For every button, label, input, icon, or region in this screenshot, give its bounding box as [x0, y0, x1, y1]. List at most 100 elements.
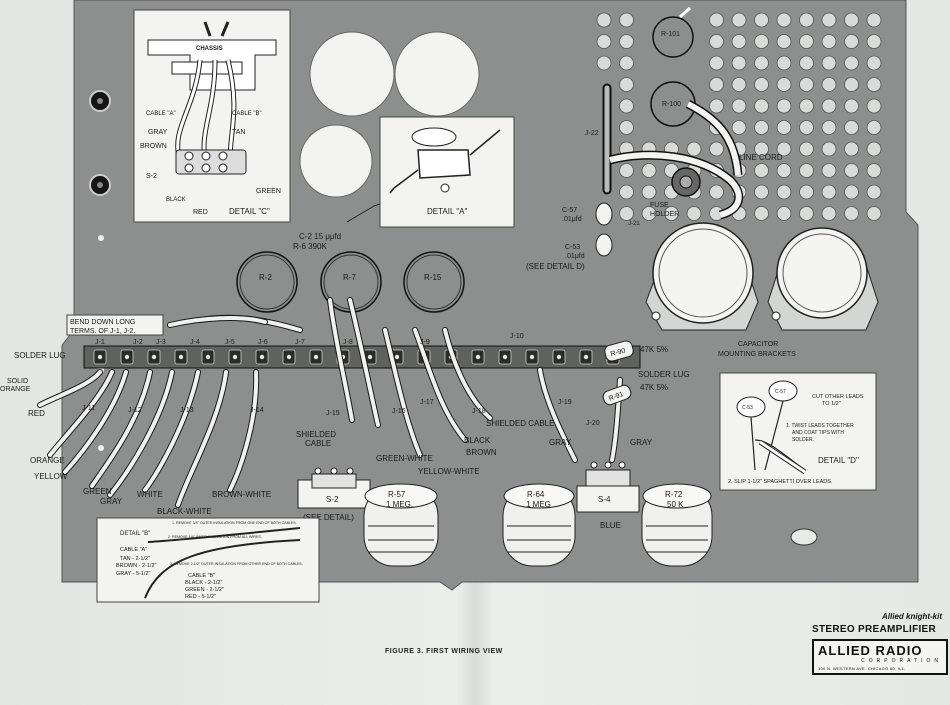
vent-hole — [731, 34, 747, 49]
svg-text:1 MEG.: 1 MEG. — [386, 500, 413, 509]
svg-text:CABLE "A": CABLE "A" — [120, 547, 147, 553]
wire-orange: ORANGE — [30, 456, 65, 465]
vent-hole — [821, 184, 837, 200]
c2-label: C-2 15 μμfd — [299, 232, 341, 241]
solder-lug-left: SOLDER LUG — [14, 351, 66, 360]
detail-c-black: BLACK — [166, 197, 186, 203]
vent-hole — [686, 141, 702, 157]
vent-hole — [619, 55, 634, 71]
jack-label: J-8 — [343, 339, 353, 346]
r90-value: 47K 5% — [640, 345, 668, 354]
capacitor-can-right — [767, 227, 879, 331]
vent-hole — [776, 120, 792, 135]
svg-text:CUT OTHER LEADS: CUT OTHER LEADS — [812, 394, 864, 400]
vent-hole — [776, 163, 792, 178]
vent-hole — [821, 77, 837, 92]
detail-a-box: DETAIL "A" — [379, 116, 515, 228]
vent-hole — [709, 184, 724, 200]
company-logo: ALLIED RADIO CORPORATION 100 N. WESTERN … — [812, 639, 948, 675]
product-name: STEREO PREAMPLIFIER — [812, 624, 937, 635]
vent-hole — [619, 34, 634, 49]
svg-text:R-91: R-91 — [608, 391, 625, 403]
vent-hole — [844, 77, 859, 92]
vent-hole — [799, 34, 814, 49]
vent-hole — [844, 98, 859, 114]
cutout — [299, 124, 373, 198]
jack-label: J-17 — [420, 399, 434, 406]
vent-hole — [731, 98, 747, 114]
svg-text:GRAY - 5-1/2": GRAY - 5-1/2" — [116, 571, 151, 577]
wire-brown-white: BROWN-WHITE — [212, 490, 271, 499]
wire — [228, 370, 259, 492]
vent-hole — [709, 141, 724, 157]
svg-text:BLACK - 2-1/2": BLACK - 2-1/2" — [185, 580, 222, 586]
vent-hole — [754, 55, 769, 71]
kit-line: Allied knight-kit — [882, 612, 942, 621]
detail-c-cable-b: CABLE "B" — [232, 111, 262, 117]
jack-label: J-1 — [95, 339, 105, 346]
jack — [498, 349, 512, 365]
vent-hole — [866, 98, 882, 114]
vent-hole — [619, 163, 634, 178]
capacitor-can-left — [645, 222, 759, 331]
jack — [552, 349, 566, 365]
jack-label: J-2 — [133, 339, 143, 346]
svg-text:R-64: R-64 — [527, 490, 545, 499]
cutout — [309, 31, 395, 117]
svg-text:SOLDER.: SOLDER. — [792, 437, 814, 443]
figure-caption: FIGURE 3. FIRST WIRING VIEW — [385, 648, 503, 655]
vent-hole — [686, 206, 702, 221]
vent-hole — [731, 12, 747, 28]
vent-hole — [664, 206, 679, 221]
wire-green-white: GREEN-WHITE — [376, 454, 433, 463]
wire-yellow: YELLOW — [34, 472, 68, 481]
svg-text:R-100: R-100 — [662, 101, 681, 108]
detail-c-green: GREEN — [256, 188, 281, 195]
vent-hole — [619, 12, 634, 28]
vent-hole — [844, 34, 859, 49]
vent-holes — [596, 12, 882, 221]
vent-hole — [709, 55, 724, 71]
vent-hole — [731, 55, 747, 71]
vent-hole — [776, 12, 792, 28]
vent-hole — [821, 98, 837, 114]
company-address: 100 N. WESTERN AVE. CHICAGO 80, ILL. — [818, 666, 906, 671]
pot-r57: R-57 1 MEG. — [363, 483, 439, 567]
svg-text:TAN - 2-1/2": TAN - 2-1/2" — [120, 556, 150, 562]
vent-hole — [844, 184, 859, 200]
capacitor-brackets-label-2: MOUNTING BRACKETS — [718, 351, 796, 358]
vent-hole — [754, 77, 769, 92]
fuse-holder — [671, 167, 701, 197]
vent-hole — [821, 55, 837, 71]
svg-text:R-72: R-72 — [665, 490, 683, 499]
vent-hole — [596, 12, 612, 28]
capacitor-c53 — [595, 233, 613, 257]
jack — [93, 349, 107, 365]
jack-label: J-10 — [510, 333, 524, 340]
vent-hole — [799, 120, 814, 135]
vent-hole — [731, 77, 747, 92]
vent-hole — [619, 184, 634, 200]
wire — [443, 328, 492, 420]
detail-b-box: DETAIL "B" 1. REMOVE 3/4" OUTER INSULATI… — [96, 517, 320, 603]
svg-text:50 K: 50 K — [667, 500, 684, 509]
wire-blue: BLUE — [600, 521, 621, 530]
wire — [48, 370, 114, 457]
vent-hole — [619, 120, 634, 135]
jack-label: J-13 — [180, 407, 194, 414]
vent-hole — [844, 163, 859, 178]
wire — [38, 370, 102, 407]
pot-r15: R-15 — [403, 251, 465, 313]
detail-c-s2: S-2 — [146, 173, 157, 180]
vent-hole — [821, 120, 837, 135]
svg-text:GREEN - 2-1/2": GREEN - 2-1/2" — [185, 587, 224, 593]
jack-label: J-5 — [225, 339, 235, 346]
line-cord-label: LINE CORD — [739, 153, 783, 162]
svg-text:1 MEG: 1 MEG — [526, 500, 551, 509]
detail-c-title: DETAIL "C" — [229, 207, 270, 216]
jack — [147, 349, 161, 365]
brand-block: Allied knight-kit STEREO PREAMPLIFIER AL… — [812, 612, 948, 675]
vent-hole — [709, 77, 724, 92]
vent-hole — [799, 163, 814, 178]
vent-hole — [799, 206, 814, 221]
